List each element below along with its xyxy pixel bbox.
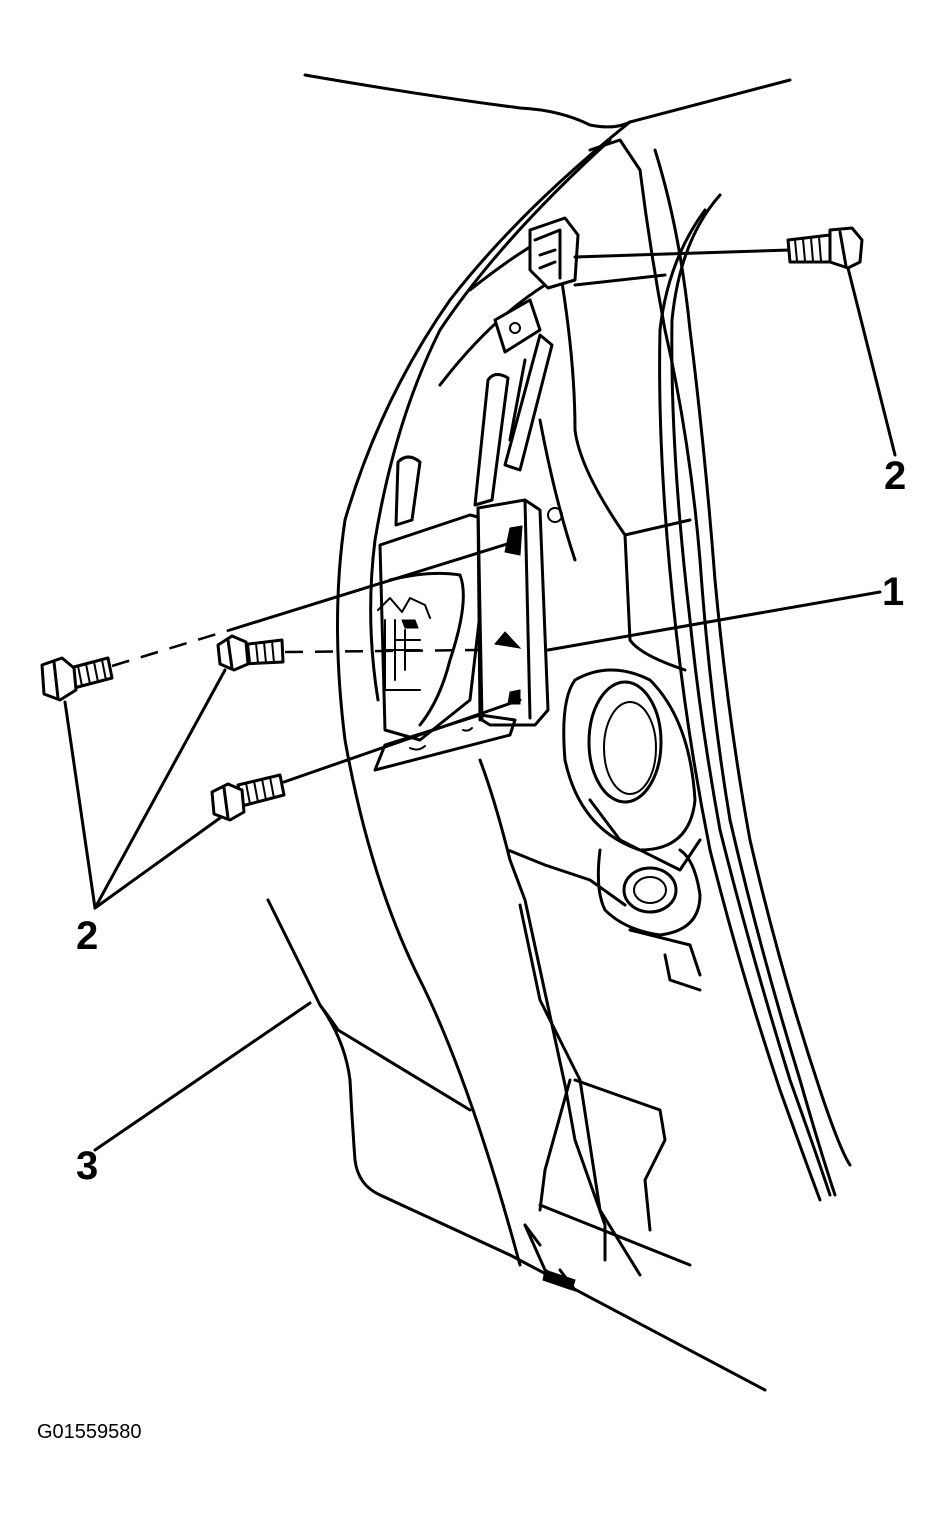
callout-2-upper: 2 bbox=[884, 454, 907, 498]
callout-1: 1 bbox=[882, 570, 905, 614]
callout-2-left: 2 bbox=[76, 914, 99, 958]
bolt-left-middle bbox=[216, 634, 481, 672]
leader-lines bbox=[63, 266, 897, 1152]
figure-id: G01559580 bbox=[37, 1421, 142, 1443]
bolt-left-top bbox=[40, 538, 522, 702]
hinge-upper-bracket bbox=[394, 216, 580, 527]
hinge-symbol-icon bbox=[377, 597, 431, 691]
inner-structure bbox=[478, 268, 767, 1392]
callout-3: 3 bbox=[76, 1144, 99, 1188]
fender-panel bbox=[303, 73, 852, 1267]
hinge-plate bbox=[373, 498, 563, 772]
lower-fender-panel bbox=[266, 898, 512, 1257]
bolt-left-bottom bbox=[210, 698, 522, 822]
bolt-upper bbox=[573, 226, 864, 270]
